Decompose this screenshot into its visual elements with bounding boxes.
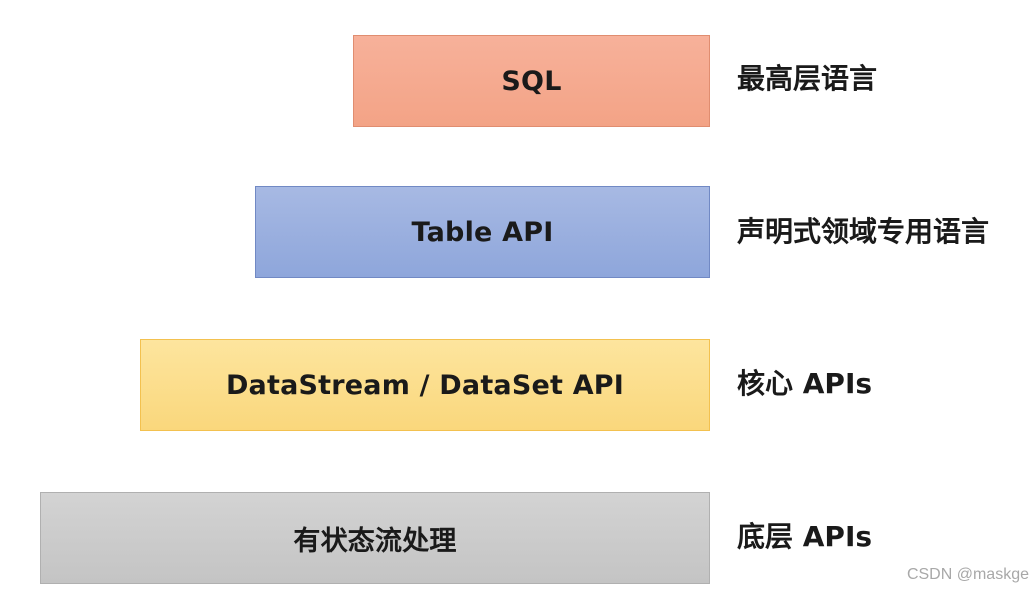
layer-description-datastream-api: 核心 APIs bbox=[737, 367, 873, 400]
layer-box-sql: SQL bbox=[353, 35, 710, 127]
layer-label-sql: SQL bbox=[501, 65, 562, 97]
layer-label-table-api: Table API bbox=[411, 216, 554, 248]
layer-box-datastream-api: DataStream / DataSet API bbox=[140, 339, 710, 431]
layer-label-stateful-stream: 有状态流处理 bbox=[293, 525, 457, 557]
layer-description-stateful-stream: 底层 APIs bbox=[737, 520, 873, 553]
layer-box-stateful-stream: 有状态流处理 bbox=[40, 492, 710, 584]
layer-description-table-api: 声明式领域专用语言 bbox=[737, 215, 990, 248]
layer-description-sql: 最高层语言 bbox=[737, 62, 878, 95]
layer-label-datastream-api: DataStream / DataSet API bbox=[225, 369, 625, 401]
layer-box-table-api: Table API bbox=[255, 186, 710, 278]
watermark: CSDN @maskge bbox=[906, 566, 1029, 583]
